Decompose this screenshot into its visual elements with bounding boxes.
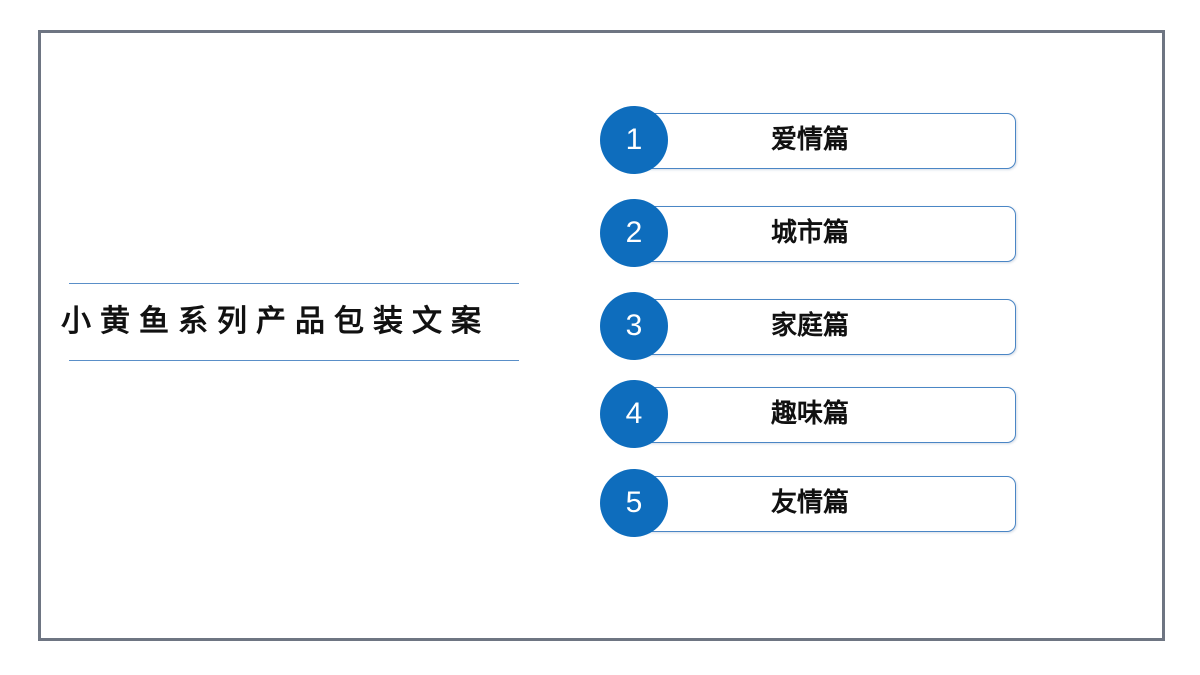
menu-item-label: 城市篇 — [770, 218, 849, 248]
number-badge: 2 — [600, 199, 668, 267]
menu-item-box — [634, 113, 1016, 169]
menu-item-4[interactable]: 4 趣味篇 — [600, 379, 1016, 449]
menu-item-box — [634, 299, 1016, 355]
number-badge: 1 — [600, 106, 668, 174]
menu-item-box — [634, 206, 1016, 262]
menu-item-1[interactable]: 1 爱情篇 — [600, 105, 1016, 175]
number-badge: 5 — [600, 469, 668, 537]
slide-frame — [38, 30, 1165, 641]
menu-item-label: 家庭篇 — [770, 311, 849, 341]
page-title: 小黄鱼系列产品包装文案 — [61, 304, 490, 339]
menu-item-5[interactable]: 5 友情篇 — [600, 468, 1016, 538]
menu-item-label: 爱情篇 — [770, 125, 849, 155]
number-badge: 3 — [600, 292, 668, 360]
menu-item-label: 趣味篇 — [770, 399, 849, 429]
number-badge: 4 — [600, 380, 668, 448]
menu-item-2[interactable]: 2 城市篇 — [600, 198, 1016, 268]
menu-item-label: 友情篇 — [770, 488, 849, 518]
title-block: 小黄鱼系列产品包装文案 — [61, 283, 519, 361]
menu-item-box — [634, 387, 1016, 443]
title-rule-top — [69, 283, 519, 284]
title-rule-bottom — [69, 360, 519, 361]
menu-item-3[interactable]: 3 家庭篇 — [600, 291, 1016, 361]
